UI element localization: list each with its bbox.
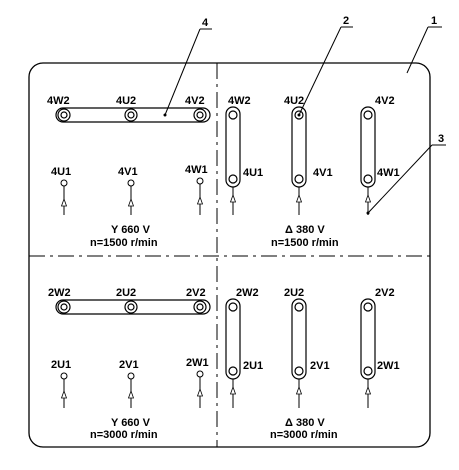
quadrant-top-right: 4W2 4U2 4V2 4U1 4V1 4W1 Δ 380 V n=1500 <box>225 95 400 249</box>
terminal-label: 2V2 <box>186 287 206 299</box>
horizontal-link-bar <box>55 107 211 123</box>
callout-number: 2 <box>343 15 349 27</box>
terminal-studs <box>228 302 373 376</box>
terminal-label: 4W2 <box>228 95 251 107</box>
connection-caption: Y 660 V <box>111 224 151 236</box>
terminal-label: 4V1 <box>118 166 138 178</box>
lead-wires <box>60 177 204 215</box>
terminal-label: 4W1 <box>377 167 400 179</box>
terminal-label: 2U2 <box>284 287 304 299</box>
quadrant-top-left: 4W2 4U2 4V2 4U1 4V1 4W1 Y 660 V n=1500 r… <box>47 95 211 249</box>
callout-1: 1 <box>406 15 442 74</box>
callout-4: 4 <box>164 17 212 116</box>
terminal-studs <box>57 108 207 122</box>
speed-caption: n=3000 r/min <box>90 429 158 441</box>
terminal-studs <box>57 300 207 314</box>
terminal-label: 2W2 <box>236 287 259 299</box>
terminal-label: 2W1 <box>186 357 209 369</box>
callout-number: 3 <box>438 133 444 145</box>
arrow-heads <box>229 385 372 395</box>
callout-3: 3 <box>367 133 446 214</box>
connection-caption: Δ 380 V <box>285 224 325 236</box>
terminal-studs <box>228 110 373 184</box>
terminal-label: 2U2 <box>116 287 136 299</box>
terminal-label: 4W2 <box>47 95 70 107</box>
terminal-label: 2V1 <box>119 359 139 371</box>
terminal-label: 4W1 <box>185 164 208 176</box>
terminal-label: 4U1 <box>243 167 263 179</box>
terminal-label: 2V2 <box>375 287 395 299</box>
terminal-label: 4V1 <box>313 167 333 179</box>
arrow-heads <box>229 193 372 203</box>
terminal-board-outline <box>28 62 431 448</box>
terminal-label: 4V2 <box>375 95 395 107</box>
speed-caption: n=1500 r/min <box>271 237 339 249</box>
terminal-label: 2V1 <box>310 360 330 372</box>
lead-wires <box>60 370 204 408</box>
terminal-label: 4U2 <box>116 95 136 107</box>
connection-caption: Δ 380 V <box>285 417 325 429</box>
terminal-label: 2W2 <box>48 287 71 299</box>
terminal-label: 4U2 <box>284 95 304 107</box>
arrow-heads <box>60 387 204 399</box>
terminal-label: 4U1 <box>51 166 71 178</box>
horizontal-link-bar <box>55 299 211 315</box>
arrow-heads <box>60 195 204 207</box>
callout-number: 4 <box>202 17 209 29</box>
speed-caption: n=3000 r/min <box>270 429 338 441</box>
quadrant-bottom-left: 2W2 2U2 2V2 2U1 2V1 2W1 Y 660 V n=3000 r… <box>48 287 211 441</box>
connection-caption: Y 660 V <box>111 417 151 429</box>
callout-2: 2 <box>298 15 353 116</box>
terminal-label: 4V2 <box>185 95 205 107</box>
speed-caption: n=1500 r/min <box>90 237 158 249</box>
callout-number: 1 <box>431 15 437 27</box>
terminal-label: 2U1 <box>243 360 263 372</box>
terminal-label: 2W1 <box>377 360 400 372</box>
quadrant-bottom-right: 2W2 2U2 2V2 2U1 2V1 2W1 Δ 380 V n=3000 r… <box>225 287 400 441</box>
terminal-label: 2U1 <box>51 359 71 371</box>
